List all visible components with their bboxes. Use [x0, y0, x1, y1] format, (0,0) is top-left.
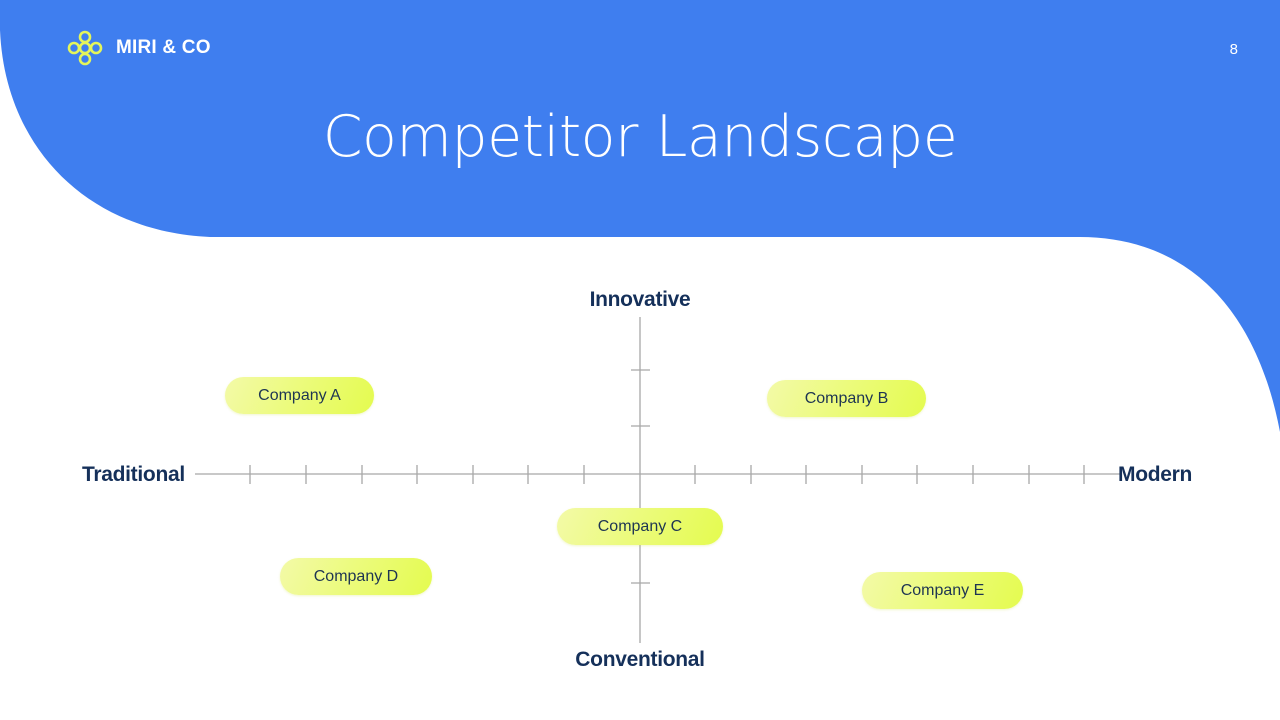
axis-label-modern: Modern [1118, 463, 1193, 486]
logo-icon [67, 30, 103, 66]
axis-label-innovative: Innovative [589, 288, 691, 311]
company-e-tag: Company E [862, 572, 1023, 609]
page-number: 8 [1229, 41, 1238, 58]
axis-label-traditional: Traditional [82, 463, 185, 486]
page-title: Competitor Landscape [322, 104, 958, 170]
company-a-tag: Company A [225, 377, 374, 414]
company-d-tag: Company D [280, 558, 432, 595]
company-b-tag: Company B [767, 380, 926, 417]
brand-name: MIRI & CO [116, 37, 211, 58]
company-c-tag: Company C [557, 508, 723, 545]
axis-label-conventional: Conventional [575, 648, 705, 671]
